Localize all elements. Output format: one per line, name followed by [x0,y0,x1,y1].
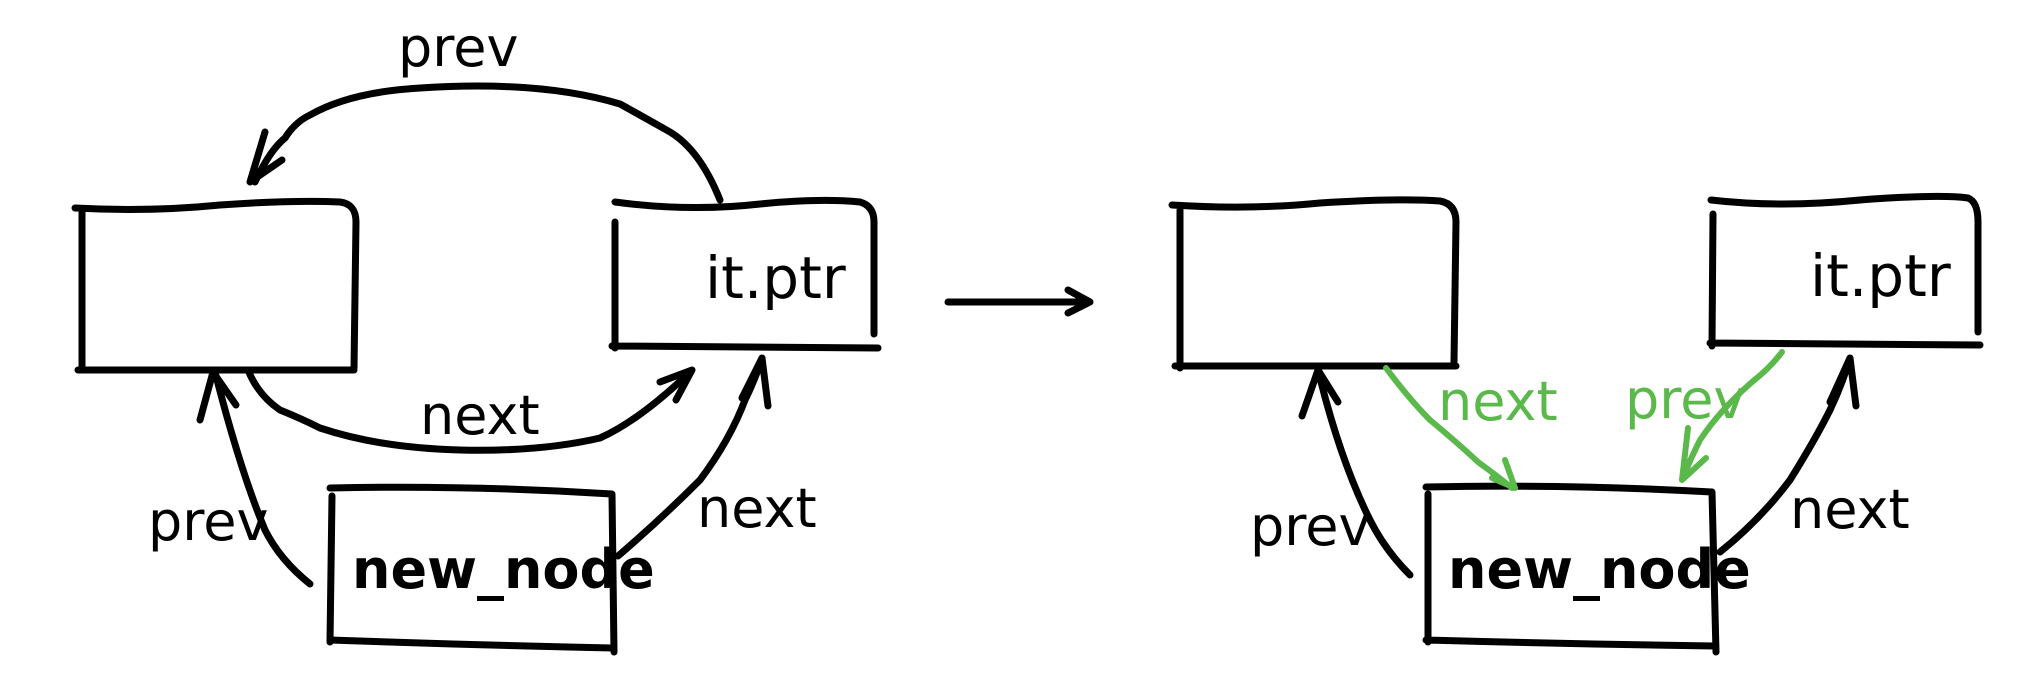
after-diagram: it.ptr new_node prev next next prev [1168,192,1984,656]
before-edge-prev-label: prev [148,490,268,553]
after-green-next-label: next [1438,370,1558,433]
after-itptr-label: it.ptr [1810,242,1951,310]
after-edge-prev-label: prev [1250,495,1370,558]
before-arc-prev-label: prev [398,16,518,79]
before-edge-next-label: next [697,477,817,540]
after-edge-prev-new-to-left [1298,366,1414,579]
after-green-prev-itptr-to-new [1679,349,1785,483]
before-new-node [326,483,618,656]
transition-arrow [944,286,1094,317]
after-edge-next-label: next [1790,478,1910,541]
after-edge-next-new-to-itptr [1716,354,1860,556]
before-arc-next-label: next [420,384,540,447]
before-itptr-node [608,196,882,352]
before-arc-next-left-to-itptr [244,366,696,454]
after-itptr-node [1706,192,1984,350]
after-green-next-left-to-new [1383,365,1518,491]
before-new-node-label: new_node [352,538,655,601]
before-left-node [71,197,360,374]
before-diagram: it.ptr new_node prev next prev next [71,16,882,656]
right-arrow-icon [944,286,1094,317]
before-itptr-label: it.ptr [705,244,846,312]
before-edge-prev-new-to-left [196,368,314,588]
after-green-prev-label: prev [1625,368,1745,431]
before-arc-prev-itptr-to-left [246,82,724,204]
before-edge-next-new-to-itptr [614,354,772,560]
after-new-node-label: new_node [1448,538,1751,601]
after-new-node [1422,482,1720,656]
after-left-node [1168,196,1460,372]
